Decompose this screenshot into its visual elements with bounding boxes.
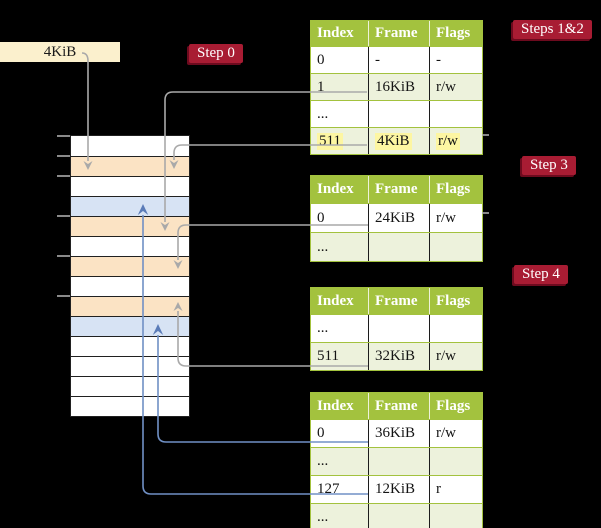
table-cell: 36KiB [368, 420, 429, 447]
table-cell: 32KiB [368, 343, 429, 370]
memory-tick [57, 155, 70, 157]
memory-row-13 [71, 396, 189, 416]
column-header-flags: Flags [429, 288, 482, 314]
column-header-frame: Frame [368, 176, 429, 203]
table-cell: ... [317, 105, 329, 122]
table-cell [368, 233, 429, 261]
memory-tick [57, 135, 70, 137]
column-header-frame: Frame [368, 21, 429, 46]
memory-tick [57, 215, 70, 217]
table-cell: 12KiB [368, 476, 429, 503]
table-cell: ... [317, 320, 329, 336]
table-cell: r/w [429, 204, 482, 232]
table-cell: 4KiB [368, 128, 429, 154]
table-cell: r/w [429, 420, 482, 447]
badge-step-3: Step 3 [522, 156, 576, 175]
memory-row-3 [71, 196, 189, 216]
table-cell [368, 315, 429, 342]
table-row: ... [311, 503, 482, 528]
memory-tick [57, 255, 70, 257]
memory-row-6 [71, 256, 189, 276]
table-cell [368, 448, 429, 475]
table-row: ... [311, 232, 482, 261]
table-cell: 511 [317, 348, 339, 364]
table-cell: r/w [429, 74, 482, 100]
table-cell: 24KiB [368, 204, 429, 232]
memory-tick [57, 295, 70, 297]
column-header-frame: Frame [368, 288, 429, 314]
memory-tick [57, 175, 70, 177]
memory-row-11 [71, 356, 189, 376]
table-row: 511 4KiB r/w [311, 127, 482, 154]
table-row: ... [311, 100, 482, 127]
table-cell [429, 101, 482, 127]
column-header-index: Index [317, 181, 354, 197]
column-header-flags: Flags [429, 176, 482, 203]
table-row: 0 -- [311, 46, 482, 73]
table-cell: ... [317, 453, 329, 469]
table-row: ... [311, 447, 482, 475]
table-cell: 511 [311, 128, 368, 154]
table-cell: 1 [317, 78, 325, 95]
table-row: ... [311, 314, 482, 342]
memory-row-9 [71, 316, 189, 336]
frame-address-label: 4KiB [0, 42, 120, 62]
column-header-index: Index [317, 292, 354, 309]
table-cell: - [368, 47, 429, 73]
table-cell: 16KiB [368, 74, 429, 100]
table-cell: ... [317, 238, 329, 255]
table-cell: ... [317, 509, 329, 525]
table-cell [429, 504, 482, 528]
badge-step-0: Step 0 [189, 44, 243, 63]
highlighted-value: 511 [317, 132, 343, 150]
column-header-frame: Frame [368, 393, 429, 419]
memory-row-12 [71, 376, 189, 396]
column-header-flags: Flags [429, 21, 482, 46]
table-cell [368, 504, 429, 528]
table-cell: r/w [429, 343, 482, 370]
table-cell: 0 [317, 209, 325, 226]
memory-row-0 [71, 136, 189, 156]
memory-row-8 [71, 296, 189, 316]
table-cell [429, 448, 482, 475]
table-cell [429, 315, 482, 342]
memory-row-5 [71, 236, 189, 256]
highlighted-value: 4KiB [375, 132, 412, 150]
column-header-index: Index [317, 25, 354, 41]
table-cell: 127 [317, 481, 340, 497]
column-header-flags: Flags [429, 393, 482, 419]
highlighted-value: r/w [436, 132, 460, 150]
memory-row-1 [71, 156, 189, 176]
memory-row-10 [71, 336, 189, 356]
badge-steps-1-2: Steps 1&2 [513, 20, 592, 39]
table-cell [368, 101, 429, 127]
badge-step-4: Step 4 [514, 265, 568, 284]
table-cell: r/w [429, 128, 482, 154]
column-header-index: Index [317, 397, 354, 414]
table-cell [429, 233, 482, 261]
table-cell: r [429, 476, 482, 503]
table-cell: 0 [317, 51, 325, 68]
memory-row-7 [71, 276, 189, 296]
table-cell: - [429, 47, 482, 73]
physical-memory-stack [70, 135, 190, 417]
memory-row-4 [71, 216, 189, 236]
table-cell: 0 [317, 425, 325, 441]
memory-row-2 [71, 176, 189, 196]
